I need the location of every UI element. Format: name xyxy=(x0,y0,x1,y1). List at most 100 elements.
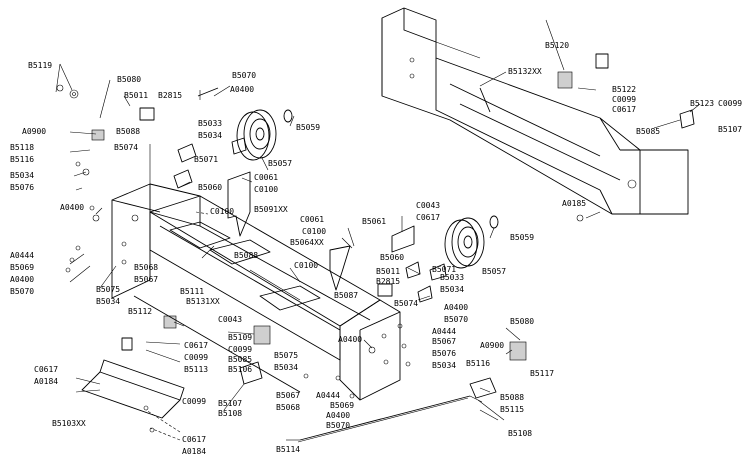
label-b5067: B5067 xyxy=(134,275,158,284)
left-side-plate xyxy=(111,183,201,299)
label-b5114: B5114 xyxy=(276,445,300,454)
label-a0400-c: A0400 xyxy=(10,275,34,284)
label-c0617: C0617 xyxy=(184,341,208,350)
label-b5107: B5107 xyxy=(218,399,242,408)
label-a0444-c: A0444 xyxy=(432,327,456,336)
clamp-b2815 xyxy=(377,283,393,297)
label-b5059: B5059 xyxy=(296,123,320,132)
plate-b5120 xyxy=(595,53,609,69)
label-b5011: B5011 xyxy=(124,91,148,100)
label-b5070: B5070 xyxy=(232,71,256,80)
rod-b5114-edge xyxy=(297,397,469,443)
label-b5034: B5034 xyxy=(10,171,34,180)
label-b5068: B5068 xyxy=(134,263,158,272)
bracket-b5064 xyxy=(329,245,351,291)
label-b5131xx: B5131XX xyxy=(186,297,220,306)
label-c0061-b: C0061 xyxy=(300,215,324,224)
lever-b5085-right xyxy=(679,109,695,129)
label-c0043-b: C0043 xyxy=(416,201,440,210)
label-b5115: B5115 xyxy=(500,405,524,414)
label-b5060-b: B5060 xyxy=(380,253,404,262)
label-b5061: B5061 xyxy=(362,217,386,226)
label-a0400-f: A0400 xyxy=(444,303,468,312)
rod-b5131 xyxy=(133,295,301,393)
label-b5057: B5057 xyxy=(268,159,292,168)
label-b5080-b: B5080 xyxy=(510,317,534,326)
label-b5076-b: B5076 xyxy=(432,349,456,358)
plate-b5113 xyxy=(121,337,133,351)
label-b5075: B5075 xyxy=(96,285,120,294)
label-b5034-c: B5034 xyxy=(96,297,120,306)
label-b5076: B5076 xyxy=(10,183,34,192)
label-b5108: B5108 xyxy=(218,409,242,418)
label-c0617-d: C0617 xyxy=(416,213,440,222)
label-a0444: A0444 xyxy=(10,251,34,260)
label-b5080: B5080 xyxy=(117,75,141,84)
label-b5069: B5069 xyxy=(10,263,34,272)
label-c0100-d: C0100 xyxy=(294,261,318,270)
label-a0444-b: A0444 xyxy=(316,391,340,400)
leader-lines xyxy=(55,19,701,441)
label-b5034-e: B5034 xyxy=(440,285,464,294)
label-b2815-b: B2815 xyxy=(376,277,400,286)
label-b5088-c: B5088 xyxy=(500,393,524,402)
label-b5109: B5109 xyxy=(228,333,252,342)
label-b5117: B5117 xyxy=(530,369,554,378)
label-b5067-b: B5067 xyxy=(276,391,300,400)
label-b5132xx: B5132XX xyxy=(508,67,542,76)
label-b5068-b: B5068 xyxy=(276,403,300,412)
label-c0099-c: C0099 xyxy=(182,397,206,406)
label-b5069-b: B5069 xyxy=(330,401,354,410)
right-end-plate xyxy=(339,299,401,401)
bracket-b5117 xyxy=(509,341,527,361)
label-a0400-d: A0400 xyxy=(326,411,350,420)
washer-b5059-right xyxy=(489,215,499,229)
label-a0400-b: A0400 xyxy=(60,203,84,212)
label-b5118: B5118 xyxy=(10,143,34,152)
label-b5070-b: B5070 xyxy=(10,287,34,296)
label-c0617-b: C0617 xyxy=(34,365,58,374)
label-b5071: B5071 xyxy=(194,155,218,164)
label-b5085-b: B5085 xyxy=(636,127,660,136)
label-b5034-d: B5034 xyxy=(274,363,298,372)
label-b5111: B5111 xyxy=(180,287,204,296)
label-b5120: B5120 xyxy=(545,41,569,50)
bracket-b5091 xyxy=(227,171,251,237)
label-b5060: B5060 xyxy=(198,183,222,192)
label-c0099-b: C0099 xyxy=(228,345,252,354)
label-c0043: C0043 xyxy=(218,315,242,324)
bracket-b5061 xyxy=(391,225,415,253)
label-c0100-c: C0100 xyxy=(302,227,326,236)
label-b5122: B5122 xyxy=(612,85,636,94)
block-b5122 xyxy=(557,71,573,89)
label-b5088: B5088 xyxy=(116,127,140,136)
label-b5067-c: B5067 xyxy=(432,337,456,346)
label-b5033-b: B5033 xyxy=(440,273,464,282)
label-b5085: B5085 xyxy=(228,355,252,364)
label-c0099-e: C0099 xyxy=(718,99,742,108)
label-b5057-b: B5057 xyxy=(482,267,506,276)
rod-b5114 xyxy=(299,395,471,441)
label-b5087: B5087 xyxy=(334,291,358,300)
label-a0400: A0400 xyxy=(230,85,254,94)
label-a0900-b: A0900 xyxy=(480,341,504,350)
bracket-b5118 xyxy=(91,129,105,141)
tensioner-b5109 xyxy=(253,325,271,345)
label-b5064xx: B5064XX xyxy=(290,238,324,247)
label-b5034-b: B5034 xyxy=(198,131,222,140)
clamp-b2815-left xyxy=(139,107,155,121)
label-b5034-f: B5034 xyxy=(432,361,456,370)
label-b5059-b: B5059 xyxy=(510,233,534,242)
label-b5113: B5113 xyxy=(184,365,208,374)
label-c0617-e: C0617 xyxy=(612,105,636,114)
label-c0061: C0061 xyxy=(254,173,278,182)
label-a0400-e: A0400 xyxy=(338,335,362,344)
label-b5107-b: B5107 xyxy=(718,125,742,134)
washer-b5059-left xyxy=(283,109,293,123)
label-b5103xx: B5103XX xyxy=(52,419,86,428)
label-c0099-d: C0099 xyxy=(612,95,636,104)
label-b5091xx: B5091XX xyxy=(254,205,288,214)
label-b5033: B5033 xyxy=(198,119,222,128)
label-b5011-b: B5011 xyxy=(376,267,400,276)
